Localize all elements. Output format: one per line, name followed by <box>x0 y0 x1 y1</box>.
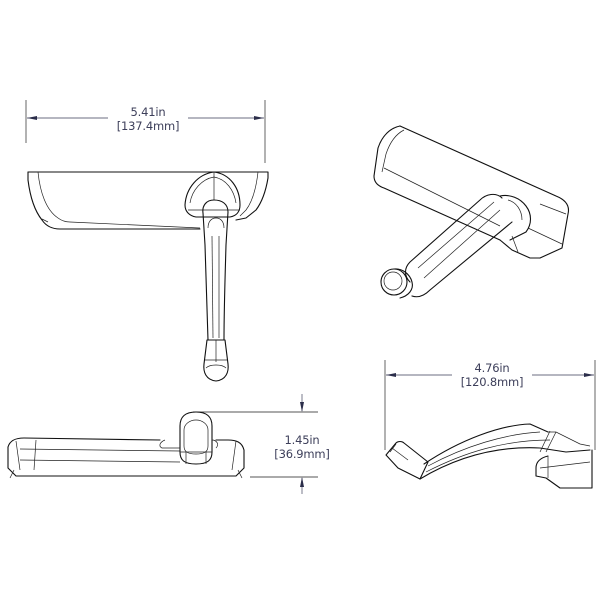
width-metric: [137.4mm] <box>116 119 180 133</box>
arrow-left-icon <box>386 373 396 377</box>
arrow-right-icon <box>254 116 264 120</box>
arrow-up-icon <box>300 477 304 487</box>
depth-dimension-label: 4.76in [120.8mm] <box>452 361 532 389</box>
width-dimension-label: 5.41in [137.4mm] <box>108 105 188 133</box>
depth-dimension-line <box>384 360 596 450</box>
height-imperial: 1.45in <box>284 433 320 447</box>
arrow-down-icon <box>300 402 304 412</box>
top-view <box>25 100 269 382</box>
arrow-right-icon <box>584 373 594 377</box>
side-view <box>384 360 596 489</box>
width-imperial: 5.41in <box>130 105 166 119</box>
width-dimension-line <box>25 100 266 163</box>
height-dimension-line <box>193 394 318 494</box>
height-metric: [36.9mm] <box>274 447 330 461</box>
height-dimension-label: 1.45in [36.9mm] <box>268 433 336 461</box>
depth-metric: [120.8mm] <box>460 375 524 389</box>
front-view <box>7 394 318 494</box>
isometric-view <box>373 125 570 299</box>
arrow-left-icon <box>27 116 37 120</box>
depth-imperial: 4.76in <box>474 361 510 375</box>
